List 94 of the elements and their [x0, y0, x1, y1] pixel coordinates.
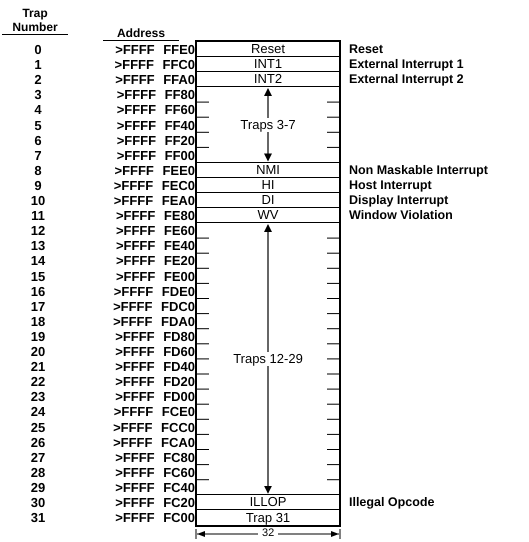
vector-cell — [197, 42, 339, 58]
address: >FFFF FDE0 — [112, 284, 195, 299]
address: >FFFF FD60 — [114, 344, 195, 359]
trap-number: 23 — [30, 389, 46, 404]
address: >FFFF FF40 — [116, 118, 195, 132]
trap-number: 12 — [30, 223, 46, 238]
address: >FFFF FFA0 — [114, 72, 195, 88]
address: >FFFF FE20 — [114, 253, 195, 268]
vector-cell — [197, 495, 339, 510]
trap-number: 8 — [33, 162, 43, 178]
trap-number: 16 — [30, 284, 46, 299]
cell-label: INT1 — [254, 57, 282, 72]
address: >FFFF FD40 — [114, 359, 195, 374]
cell-label: Trap 31 — [246, 510, 290, 525]
address: >FFFF FE60 — [114, 223, 195, 238]
trap-number: 18 — [30, 314, 46, 329]
address: >FFFF FC20 — [114, 495, 195, 510]
address: >FFFF FEA0 — [112, 193, 195, 208]
trap-number: 28 — [30, 464, 46, 480]
address: >FFFF FE40 — [114, 238, 195, 254]
cell-label: NMI — [256, 162, 280, 177]
vector-cell — [197, 208, 339, 224]
trap-number: 30 — [30, 495, 46, 510]
cell-label: DI — [262, 193, 274, 208]
cell-label: HI — [262, 178, 274, 192]
vector-cell — [197, 57, 339, 72]
trap-number: 27 — [30, 450, 46, 465]
address: >FFFF FDC0 — [112, 298, 195, 314]
trap-number: 26 — [30, 434, 46, 450]
column-header: Trap Number — [2, 6, 68, 35]
address: >FFFF FCA0 — [112, 434, 195, 450]
trap-number: 10 — [30, 193, 46, 208]
address: >FFFF FD20 — [114, 374, 195, 390]
address: >FFFF FD00 — [114, 389, 195, 404]
vector-cell — [197, 193, 339, 208]
trap-range-cell — [197, 87, 339, 163]
trap-number: 19 — [30, 328, 46, 344]
cell-label: Reset — [251, 42, 285, 56]
address: >FFFF FEE0 — [114, 162, 195, 178]
vector-description: Display Interrupt — [349, 193, 448, 208]
trap-number: 1 — [33, 57, 43, 72]
trap-number: 21 — [30, 359, 46, 374]
address: >FFFF FC60 — [114, 464, 195, 480]
trap-number: 0 — [33, 42, 43, 57]
trap-number: 4 — [33, 102, 43, 118]
trap-number: 6 — [33, 132, 43, 148]
vector-description: External Interrupt 1 — [349, 57, 464, 72]
trap-number: 9 — [33, 178, 43, 193]
address: >FFFF FC40 — [114, 480, 195, 495]
address: >FFFF FC80 — [114, 450, 195, 465]
trap-number: 3 — [33, 87, 43, 102]
vector-description: Reset — [349, 42, 384, 57]
address: >FFFF FEC0 — [112, 178, 195, 193]
trap-number: 13 — [30, 238, 46, 254]
trap-number: 2 — [33, 72, 43, 88]
trap-number: 20 — [30, 344, 46, 359]
cell-label: WV — [258, 208, 278, 222]
trap-range-cell — [197, 223, 339, 495]
address: >FFFF FCC0 — [112, 420, 195, 434]
trap-number: 7 — [33, 148, 43, 163]
vector-cell — [197, 72, 339, 88]
cell-label: INT2 — [254, 72, 282, 86]
trap-number: 14 — [30, 253, 46, 268]
address: >FFFF FE00 — [114, 268, 195, 284]
vector-cell — [197, 162, 339, 178]
trap-number: 5 — [33, 118, 43, 132]
dimension-label: 32 — [258, 528, 278, 540]
trap-number: 11 — [30, 208, 46, 224]
address: >FFFF FFE0 — [114, 42, 195, 57]
address: >FFFF FFC0 — [114, 57, 195, 72]
address: >FFFF FD80 — [114, 328, 195, 344]
trap-number: 29 — [30, 480, 46, 495]
address: >FFFF FF20 — [116, 132, 195, 148]
trap-number: 15 — [30, 268, 46, 284]
vector-cell — [197, 178, 339, 193]
vector-description: External Interrupt 2 — [349, 72, 464, 88]
address: >FFFF FE80 — [114, 208, 195, 224]
trap-number: 25 — [30, 420, 46, 434]
address: >FFFF FF00 — [116, 148, 195, 163]
address: >FFFF FF60 — [116, 102, 195, 118]
trap-number: 22 — [30, 374, 46, 390]
address: >FFFF FC00 — [114, 510, 195, 526]
address: >FFFF FCE0 — [112, 404, 195, 420]
vector-description: Non Maskable Interrupt — [349, 162, 488, 178]
column-header: Address — [103, 26, 179, 41]
cell-label: ILLOP — [250, 495, 286, 510]
vector-description: Illegal Opcode — [349, 495, 434, 510]
vector-description: Host Interrupt — [349, 178, 432, 193]
trap-number: 17 — [30, 298, 46, 314]
address: >FFFF FF80 — [116, 87, 195, 102]
address: >FFFF FDA0 — [112, 314, 195, 329]
trap-number: 24 — [30, 404, 46, 420]
vector-description: Window Violation — [349, 208, 453, 224]
trap-number: 31 — [30, 510, 46, 526]
